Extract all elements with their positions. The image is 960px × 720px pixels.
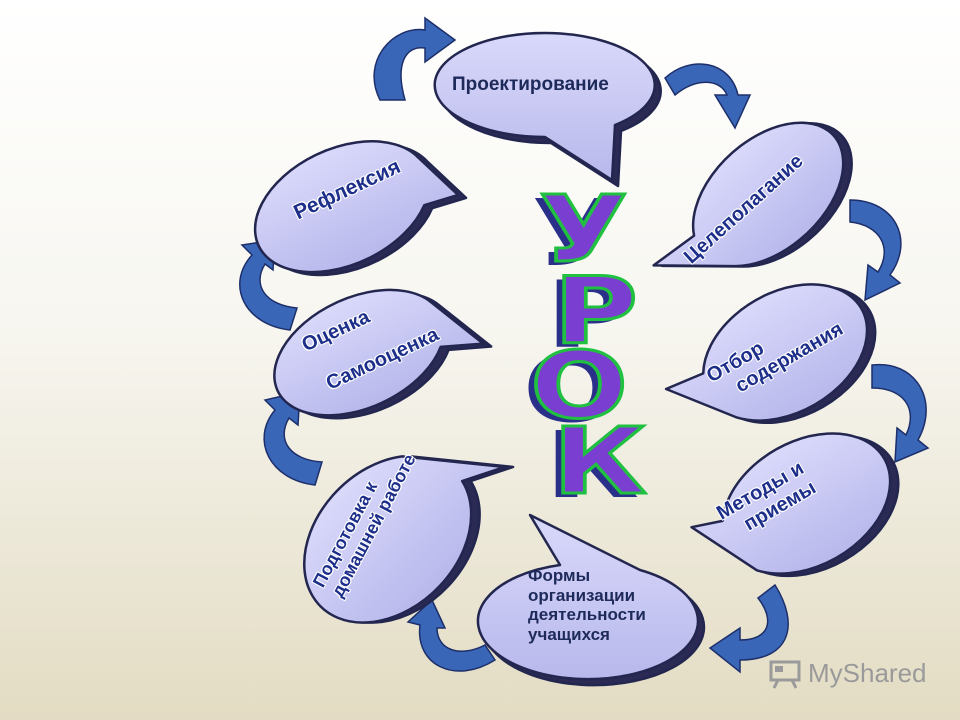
label-forms-line4: учащихся <box>528 624 610 644</box>
center-letter-u: У <box>537 175 629 285</box>
center-letter-o: О <box>528 331 630 441</box>
bubble-design <box>433 31 656 182</box>
bubble-content <box>664 283 869 422</box>
bubble-reflection <box>253 140 460 274</box>
arrow-content-to-methods <box>871 363 930 464</box>
center-letter-k: К <box>551 407 649 517</box>
bubble-assessment <box>273 288 485 417</box>
presentation-icon <box>769 660 801 689</box>
bubble-homework <box>303 455 506 624</box>
myshared-logo-text: MyShared <box>808 657 927 688</box>
arrow-reflection-to-design <box>373 16 457 101</box>
bubble-goal <box>652 121 845 268</box>
arrow-assessment-to-reflection <box>239 239 298 331</box>
label-forms-line3: деятельности <box>528 605 646 625</box>
label-forms: Формы организации деятельности учащихся <box>528 566 646 644</box>
bubble-forms <box>476 513 700 681</box>
arrow-design-to-goal <box>664 63 752 130</box>
myshared-logo: MyShared <box>768 656 927 690</box>
label-design: Проектирование <box>452 74 609 95</box>
label-forms-line1: Формы <box>528 566 591 585</box>
arrow-forms-to-homework <box>406 598 497 672</box>
arrow-goal-to-content <box>849 199 902 302</box>
arrow-methods-to-forms <box>708 583 789 674</box>
bubble-methods <box>690 432 892 575</box>
label-forms-line2: организации <box>528 585 636 605</box>
center-letter-r: Р <box>552 257 640 367</box>
